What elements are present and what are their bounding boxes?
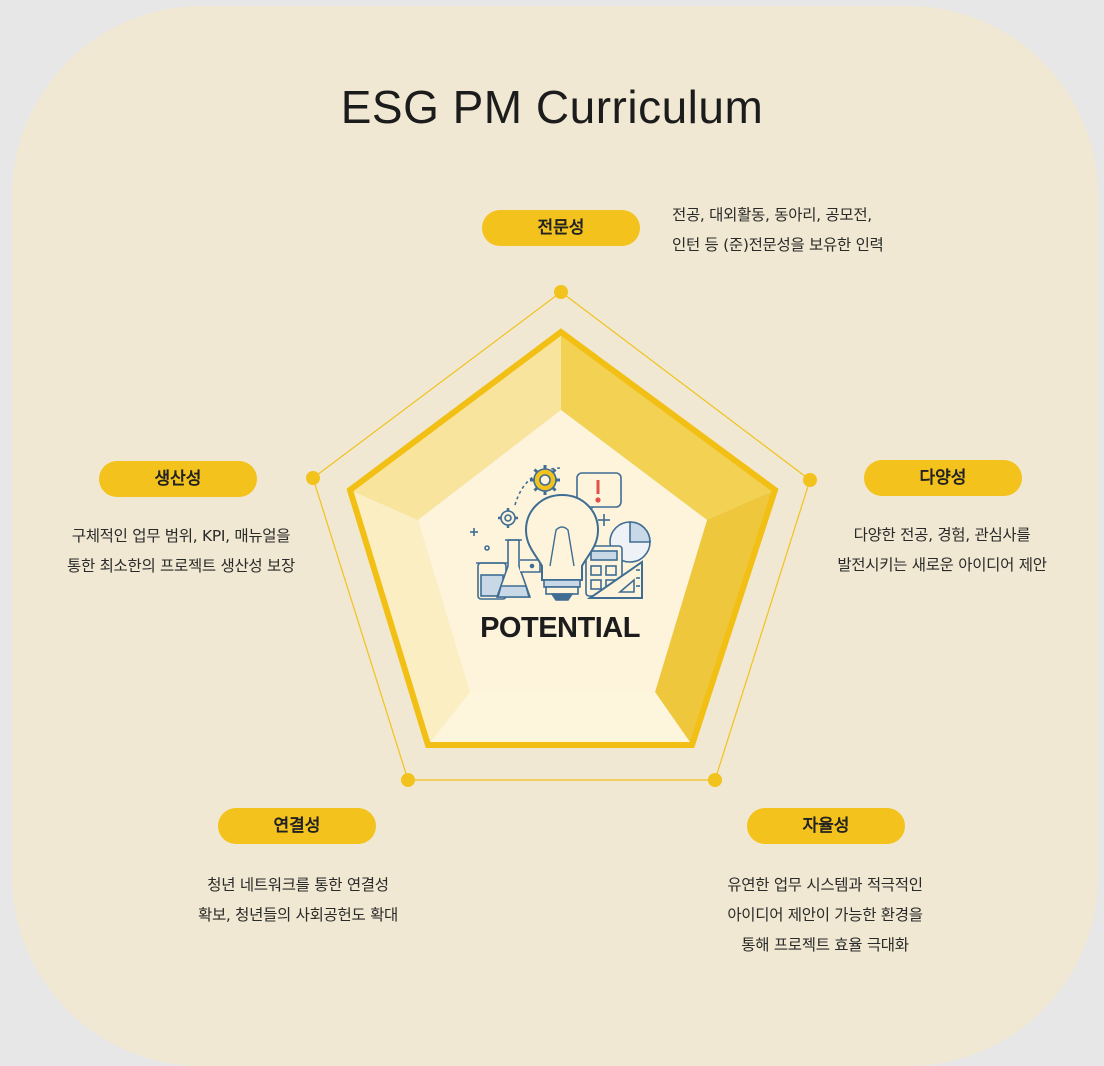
vertex-dot-autonomy — [708, 773, 722, 787]
page-title: ESG PM Curriculum — [340, 81, 764, 133]
description-line: 전공, 대외활동, 동아리, 공모전, — [672, 206, 872, 224]
description-line: 구체적인 업무 범위, KPI, 매뉴얼을 — [71, 527, 291, 545]
description-line: 통한 최소한의 프로젝트 생산성 보장 — [67, 557, 295, 575]
axis-pill-expertise: 전문성 — [482, 210, 640, 246]
outer-pentagon — [312, 291, 811, 781]
lightbulb-icon — [524, 493, 600, 601]
axis-description-expertise: 전공, 대외활동, 동아리, 공모전, 인턴 등 (준)전문성을 보유한 인력 — [672, 200, 884, 260]
description-line: 발전시키는 새로운 아이디어 제안 — [837, 556, 1047, 574]
axis-description-connectivity: 청년 네트워크를 통한 연결성 확보, 청년들의 사회공헌도 확대 — [148, 870, 448, 930]
axis-pill-productivity: 생산성 — [99, 461, 257, 497]
description-line: 다양한 전공, 경험, 관심사를 — [853, 526, 1031, 544]
vertex-dot-diversity — [803, 473, 817, 487]
potential-illustration — [470, 465, 651, 601]
description-line: 아이디어 제안이 가능한 환경을 — [727, 906, 923, 924]
triangle-ruler-icon — [586, 560, 643, 599]
description-line: 인턴 등 (준)전문성을 보유한 인력 — [672, 236, 884, 254]
description-line: 유연한 업무 시스템과 적극적인 — [727, 876, 923, 894]
vertex-dot-connectivity — [401, 773, 415, 787]
axis-description-productivity: 구체적인 업무 범위, KPI, 매뉴얼을 통한 최소한의 프로젝트 생산성 보… — [36, 521, 326, 581]
description-line: 청년 네트워크를 통한 연결성 — [207, 876, 389, 894]
center-label: POTENTIAL — [480, 612, 640, 644]
flask-icon — [495, 539, 532, 598]
axis-pill-connectivity: 연결성 — [218, 808, 376, 844]
description-line: 확보, 청년들의 사회공헌도 확대 — [198, 906, 398, 924]
gear-icon — [498, 508, 518, 528]
axis-description-autonomy: 유연한 업무 시스템과 적극적인 아이디어 제안이 가능한 환경을 통해 프로젝… — [680, 870, 970, 960]
dashed-arc — [514, 467, 561, 506]
axis-description-diversity: 다양한 전공, 경험, 관심사를 발전시키는 새로운 아이디어 제안 — [808, 520, 1076, 580]
vertex-dot-productivity — [306, 471, 320, 485]
sparkle-icon — [470, 514, 610, 551]
vertex-dot-expertise — [554, 285, 568, 299]
axis-pill-diversity: 다양성 — [864, 460, 1022, 496]
description-line: 통해 프로젝트 효율 극대화 — [741, 936, 909, 954]
axis-pill-autonomy: 자율성 — [747, 808, 905, 844]
gear-icon — [530, 465, 560, 495]
